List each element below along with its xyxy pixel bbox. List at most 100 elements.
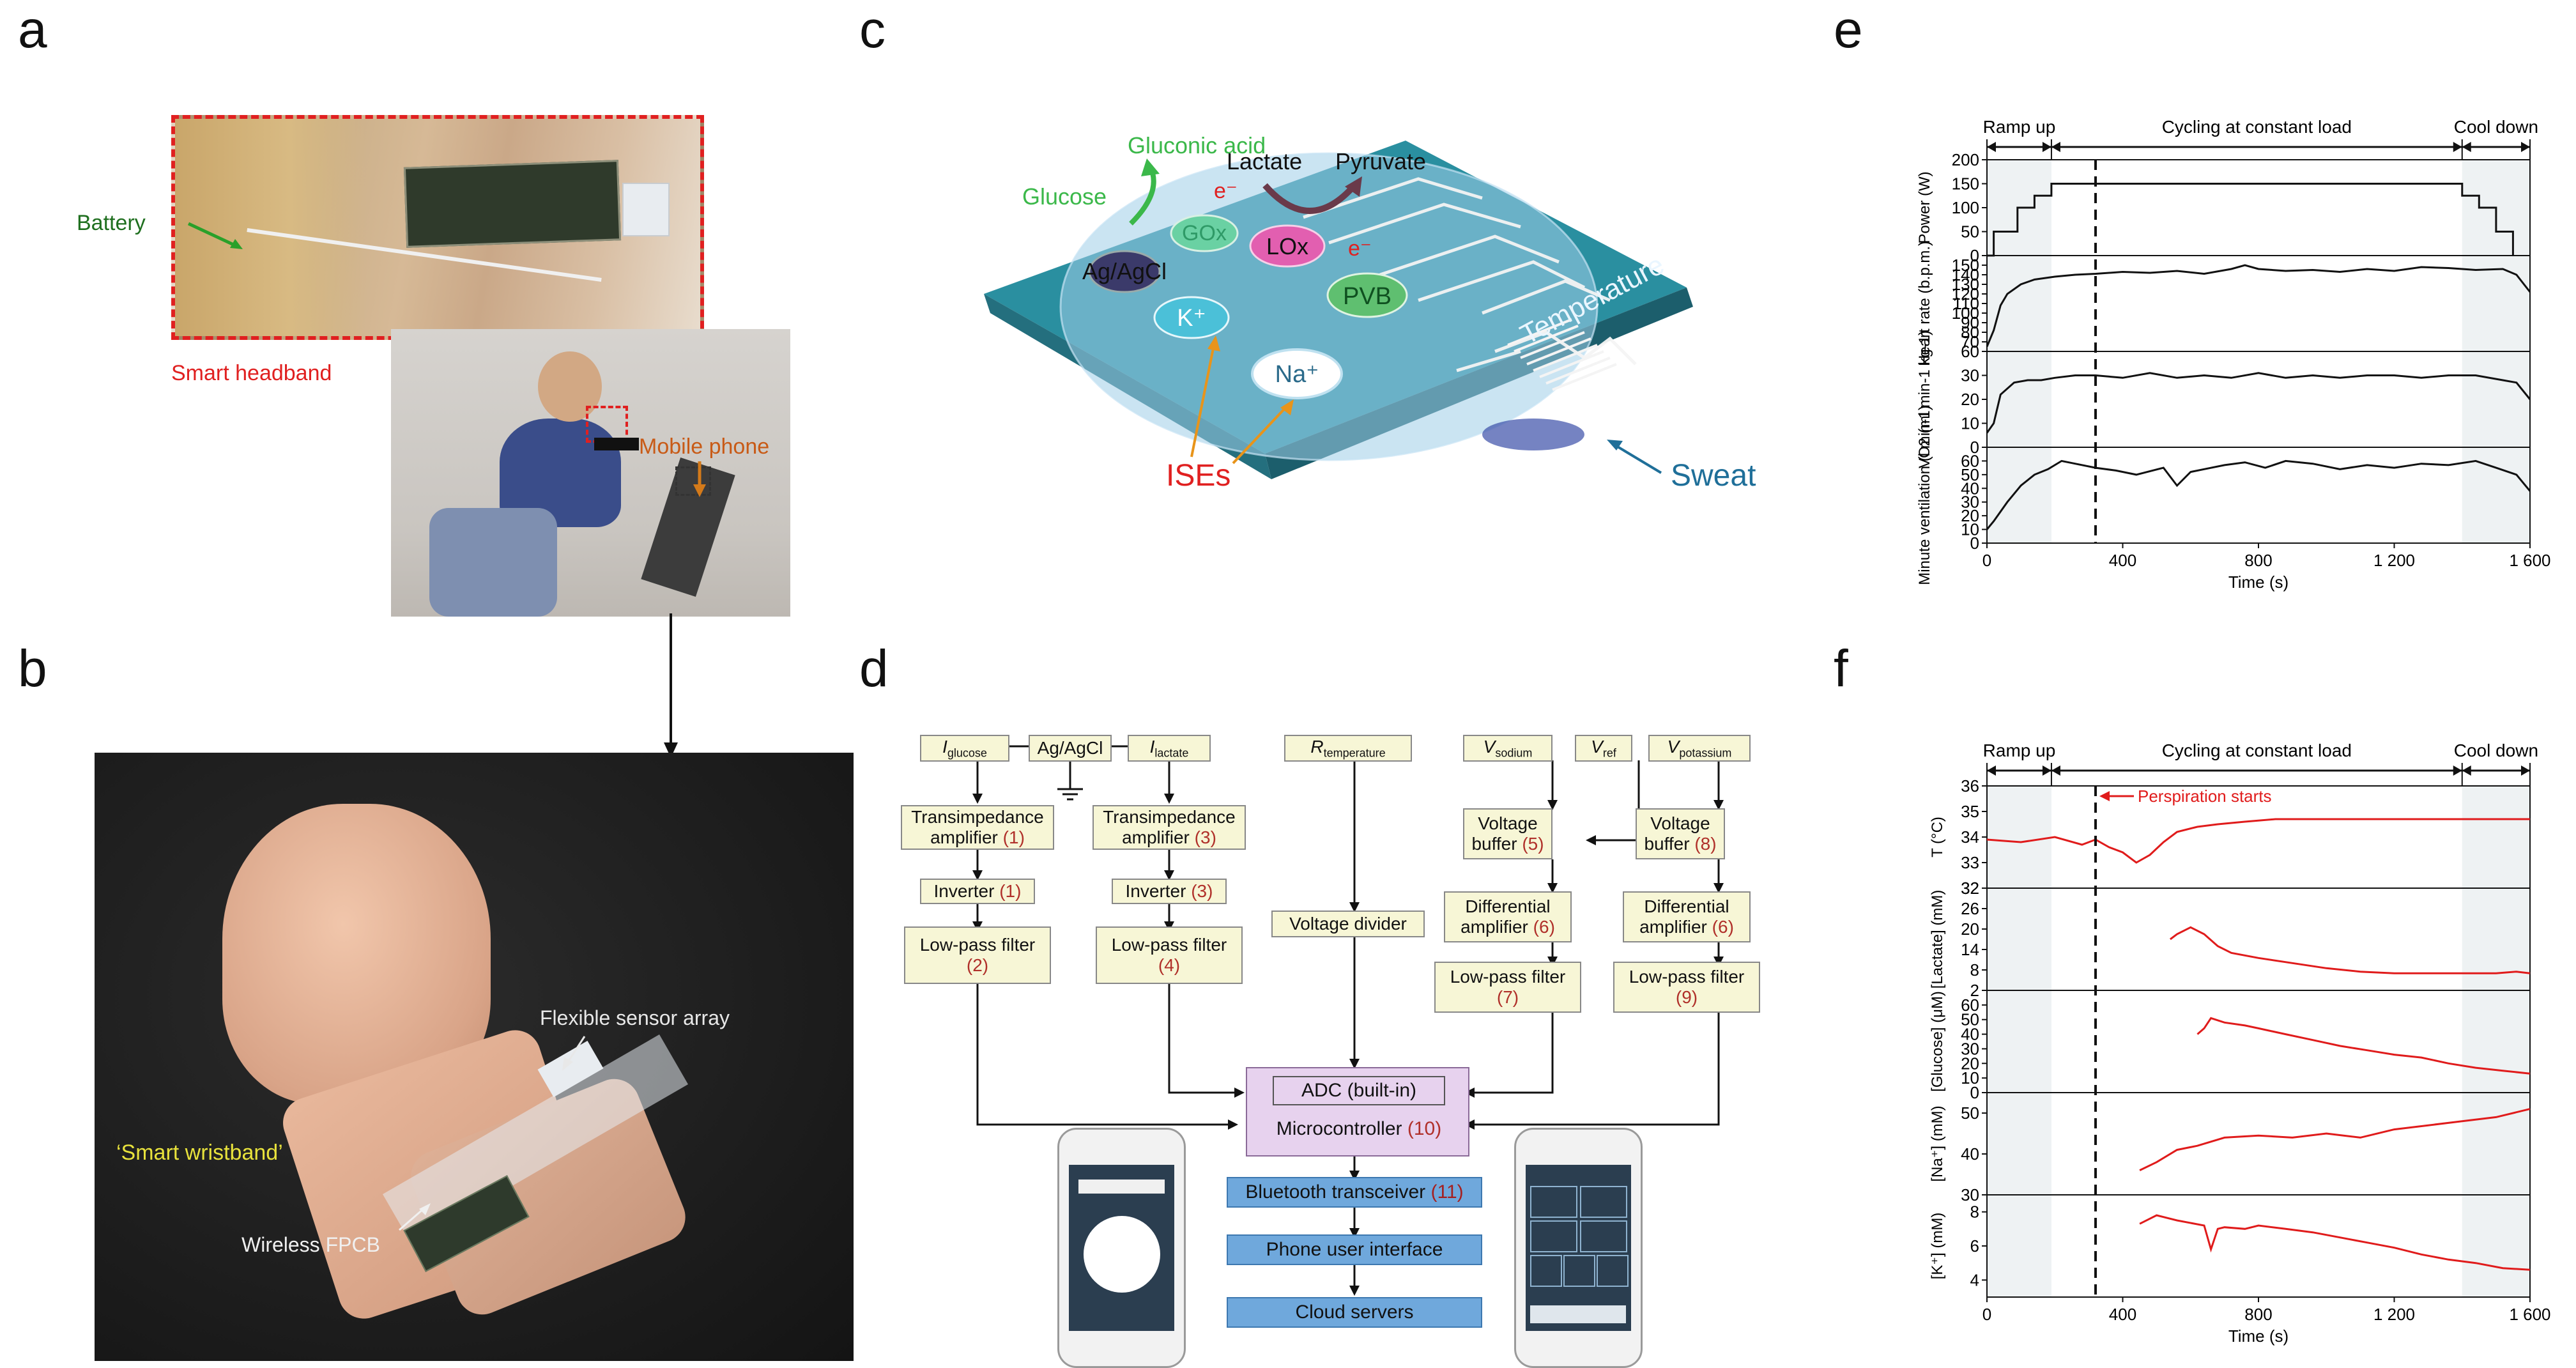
- x-tick-label: 800: [2244, 1305, 2272, 1324]
- panel-label-f: f: [1834, 640, 1848, 698]
- glucose-text: Glucose: [1022, 183, 1107, 210]
- low-pass-filter-2: Low-pass filter(2): [904, 926, 1051, 984]
- ag-agcl-electrode: [1088, 250, 1161, 293]
- lactate-arrow: [1262, 183, 1357, 214]
- lactate-text: Lactate: [1227, 148, 1302, 174]
- v-sodium-box: Vsodium: [1463, 735, 1552, 762]
- subplot-frame: [1986, 159, 2531, 256]
- gox-text: GOx: [1182, 221, 1227, 245]
- y-tick-label: 150: [1952, 174, 1979, 194]
- y-tick-label: 33: [1961, 853, 1979, 872]
- subplot-frame: [1986, 1194, 2531, 1298]
- lox-text: LOx: [1266, 233, 1308, 259]
- y-tick-label: 30: [1961, 366, 1979, 385]
- x-axis-label: Time (s): [2228, 1326, 2288, 1346]
- electron-text-1: e⁻: [1214, 179, 1238, 203]
- x-axis-label: Time (s): [2228, 573, 2288, 592]
- r-temperature-box: Rtemperature: [1284, 735, 1412, 762]
- x-tick-label: 0: [1982, 1305, 1991, 1324]
- phase-arrowhead: [2453, 765, 2462, 776]
- phase-arrowhead: [1987, 142, 1996, 152]
- phase-arrowhead: [2521, 142, 2530, 152]
- low-pass-filter-4: Low-pass filter(4): [1096, 926, 1243, 984]
- subplot-frame: [1986, 1092, 2531, 1195]
- x-tick-label: 800: [2244, 551, 2272, 570]
- phase-arrowhead: [2042, 765, 2051, 776]
- headband-closeup-photo: [171, 115, 704, 340]
- y-tick-label: 150: [1952, 256, 1979, 275]
- y-tick-label: 120: [1952, 284, 1979, 304]
- y-tick-label: 10: [1961, 520, 1979, 539]
- x-tick-label: 1 600: [2509, 551, 2550, 570]
- ag-agcl-box: Ag/AgCl: [1029, 735, 1112, 762]
- annotation-text: Perspiration starts: [2138, 787, 2272, 806]
- gluconic-acid-text: Gluconic acid: [1128, 132, 1266, 158]
- y-tick-label: 20: [1961, 919, 1979, 939]
- phase-arrowhead: [2042, 142, 2051, 152]
- series-line: [1986, 264, 2531, 348]
- y-tick-label: 60: [1961, 342, 1979, 361]
- y-tick-label: 130: [1952, 275, 1979, 294]
- x-tick-label: 1 200: [2373, 551, 2415, 570]
- y-axis-label: [K⁺] (mM): [1929, 1213, 1946, 1280]
- ag-agcl-text: Ag/AgCl: [1082, 258, 1167, 284]
- y-tick-label: 2: [1970, 981, 1979, 1000]
- low-pass-filter-7: Low-pass filter(7): [1434, 962, 1581, 1013]
- y-tick-label: 50: [1961, 465, 1979, 484]
- y-tick-label: 50: [1961, 1010, 1979, 1029]
- y-axis-label: Power (W): [1916, 171, 1933, 243]
- flexible-sensor-array-label: Flexible sensor array: [540, 1006, 730, 1029]
- panel-label-a: a: [18, 1, 47, 59]
- phone-right: [1514, 1128, 1643, 1368]
- na-electrode: [1251, 348, 1343, 399]
- pyruvate-text: Pyruvate: [1335, 148, 1426, 174]
- y-tick-label: 35: [1961, 802, 1979, 821]
- y-tick-label: 80: [1961, 323, 1979, 342]
- x-tick-label: 1 600: [2509, 1305, 2550, 1324]
- wristband-photo: [95, 753, 854, 1361]
- y-tick-label: 100: [1952, 198, 1979, 217]
- panel-label-d: d: [859, 640, 889, 698]
- phase-arrowhead: [1987, 765, 1996, 776]
- series-line: [2169, 926, 2531, 974]
- y-tick-label: 30: [1961, 493, 1979, 512]
- series-line: [1986, 818, 2530, 864]
- phase-arrowhead: [2051, 765, 2060, 776]
- panel-label-c: c: [859, 1, 885, 59]
- y-tick-label: 10: [1961, 414, 1979, 433]
- y-tick-label: 40: [1961, 479, 1979, 498]
- y-axis-label: Heart rate (b.p.m.): [1916, 241, 1933, 366]
- smart-headband-label: Smart headband: [171, 361, 332, 385]
- y-tick-label: 0: [1970, 438, 1979, 457]
- series-line: [2196, 1017, 2531, 1075]
- panel-label-e: e: [1834, 1, 1863, 59]
- y-tick-label: 20: [1961, 390, 1979, 409]
- series-line: [1986, 459, 2531, 530]
- y-tick-label: 30: [1961, 1185, 1979, 1204]
- y-axis-label: T (°C): [1929, 817, 1946, 857]
- mcu-label: Microcontroller: [1276, 1118, 1402, 1139]
- i-lactate-box: Ilactate: [1128, 735, 1211, 762]
- subplot-frame: [1986, 351, 2531, 448]
- y-tick-label: 0: [1970, 1083, 1979, 1102]
- phase-label-rampup: Ramp up: [1983, 117, 2056, 137]
- cloud-servers-box: Cloud servers: [1227, 1297, 1482, 1328]
- y-tick-label: 4: [1970, 1270, 1979, 1289]
- y-tick-label: 6: [1970, 1236, 1979, 1256]
- phase-label-cooldown: Cool down: [2454, 117, 2538, 137]
- phase-label-cooldown: Cool down: [2454, 741, 2538, 760]
- wireless-fpcb-label: Wireless FPCB: [241, 1233, 380, 1256]
- wrist-arrow: [664, 613, 678, 758]
- x-tick-label: 400: [2109, 551, 2136, 570]
- y-axis-label: Minute ventilation (l min-1): [1916, 405, 1933, 585]
- phase-arrowhead: [2453, 142, 2462, 152]
- x-tick-label: 400: [2109, 1305, 2136, 1324]
- na-text: Na⁺: [1275, 361, 1319, 388]
- series-line: [2139, 1108, 2531, 1171]
- cyclist-photo: [391, 329, 790, 617]
